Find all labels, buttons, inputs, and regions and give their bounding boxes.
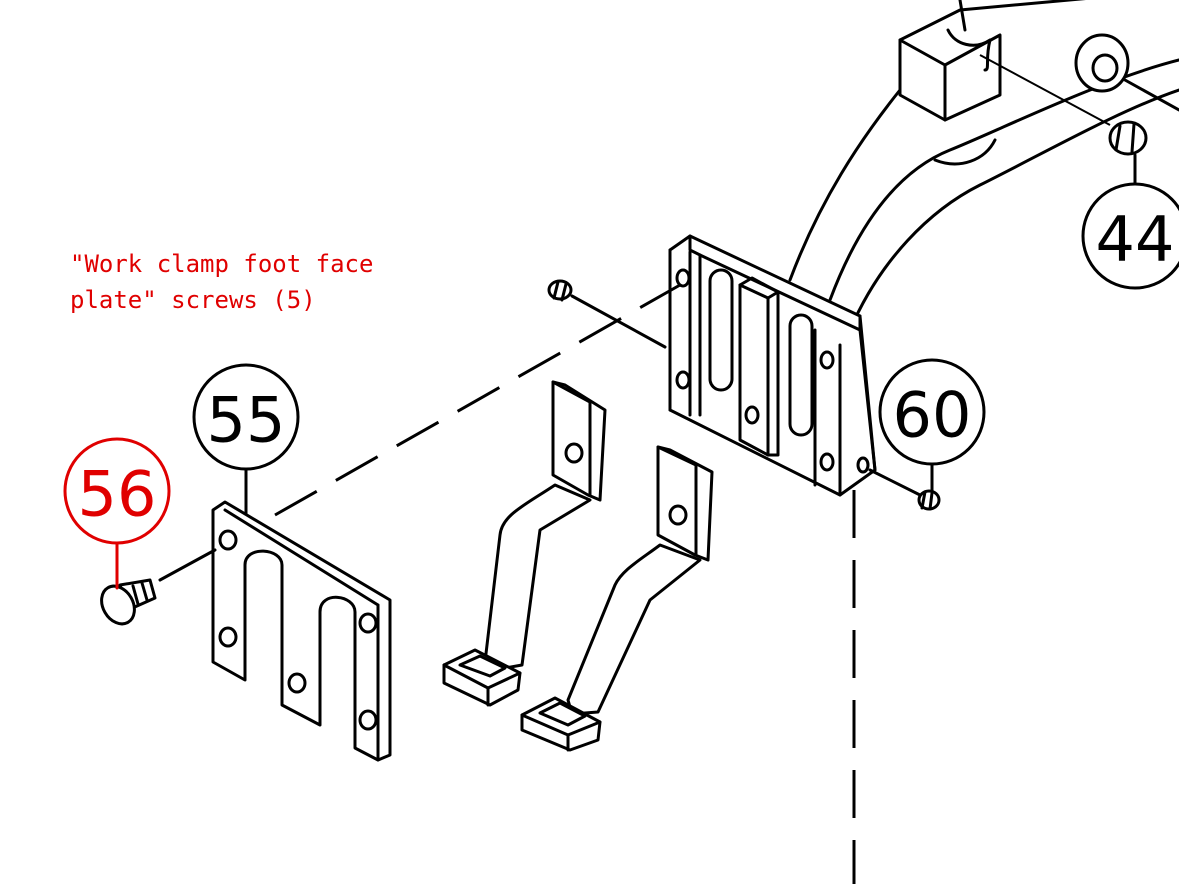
guide-line-diagonal xyxy=(274,283,681,517)
face-plate xyxy=(211,468,392,762)
annotation-line-1: "Work clamp foot face xyxy=(70,250,374,278)
callout-56-label: 56 xyxy=(78,458,157,531)
annotation-line-2: plate" screws (5) xyxy=(70,286,316,314)
callout-55-label: 55 xyxy=(207,384,286,457)
callout-60-label: 60 xyxy=(893,379,972,452)
screw-60 xyxy=(868,462,941,511)
mounting-bracket xyxy=(668,234,877,497)
callout-44-label: 44 xyxy=(1096,203,1175,276)
callout-55: 55 xyxy=(192,363,300,471)
callout-56: 56 xyxy=(63,437,171,545)
clamp-foot-left xyxy=(442,380,607,707)
screw-top xyxy=(547,279,667,349)
screw-56 xyxy=(100,542,217,626)
callout-60: 60 xyxy=(878,358,986,466)
set-screw-44 xyxy=(1108,120,1148,186)
clamp-foot-right xyxy=(520,445,714,752)
screws-annotation: "Work clamp foot face plate" screws (5) xyxy=(70,246,373,318)
callout-44: 44 xyxy=(1081,182,1179,290)
machine-arm xyxy=(788,0,1179,332)
